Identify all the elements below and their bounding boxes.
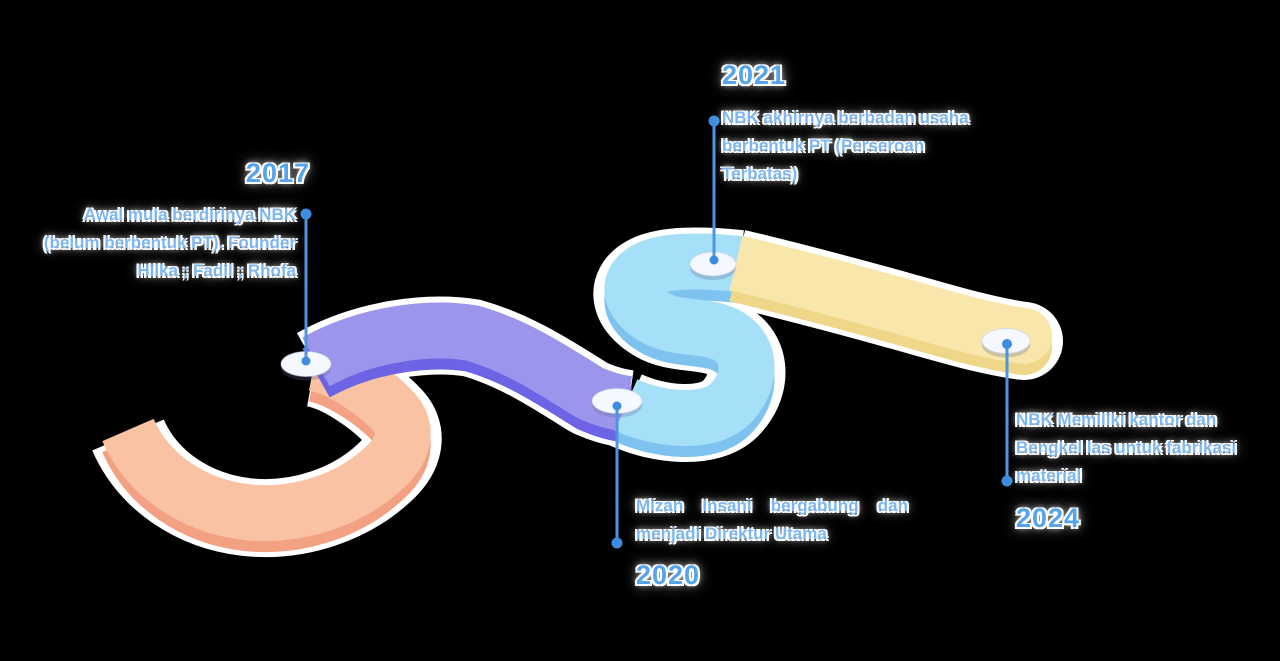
pin-dot-marker-2017 [301, 356, 311, 366]
road-segment-2017 [102, 335, 431, 552]
event-block-2021: 2021 NBK akhirnya berbadan usaha berbent… [722, 60, 1002, 188]
pin-dot-marker-2024 [1002, 339, 1012, 349]
road-2017-top [102, 335, 431, 541]
road-segment-2021 [604, 233, 775, 458]
event-description-2020: Mizan Insani bergabung dan menjadi Direk… [636, 496, 908, 543]
road-2021-top [604, 233, 775, 447]
event-description-2021: NBK akhirnya berbadan usaha berbentuk PT… [722, 108, 969, 183]
year-label-2017: 2017 [245, 158, 310, 188]
event-description-2017: Awal mula berdirinya NBK (belum berbentu… [43, 205, 296, 280]
event-block-2024: NBK Memiliki kantor dan Bengkel las untu… [1016, 406, 1272, 534]
pin-dot-bottom-2024 [1001, 475, 1013, 487]
pin-dot-marker-2020 [612, 401, 622, 411]
road-2024-top [729, 235, 1029, 364]
year-label-2020: 2020 [636, 560, 701, 590]
year-label-2024: 2024 [1016, 503, 1081, 533]
milestone-pins [300, 115, 1013, 549]
event-description-2024: NBK Memiliki kantor dan Bengkel las untu… [1016, 410, 1237, 485]
year-label-2021: 2021 [722, 60, 787, 90]
event-block-2020: Mizan Insani bergabung dan menjadi Direk… [636, 492, 908, 591]
pin-dot-bottom-2020 [611, 537, 623, 549]
pin-dot-top-2017 [300, 208, 312, 220]
pin-dot-marker-2021 [709, 255, 719, 265]
pin-dot-top-2021 [708, 115, 720, 127]
event-block-2017: 2017 Awal mula berdirinya NBK (belum ber… [16, 158, 309, 285]
